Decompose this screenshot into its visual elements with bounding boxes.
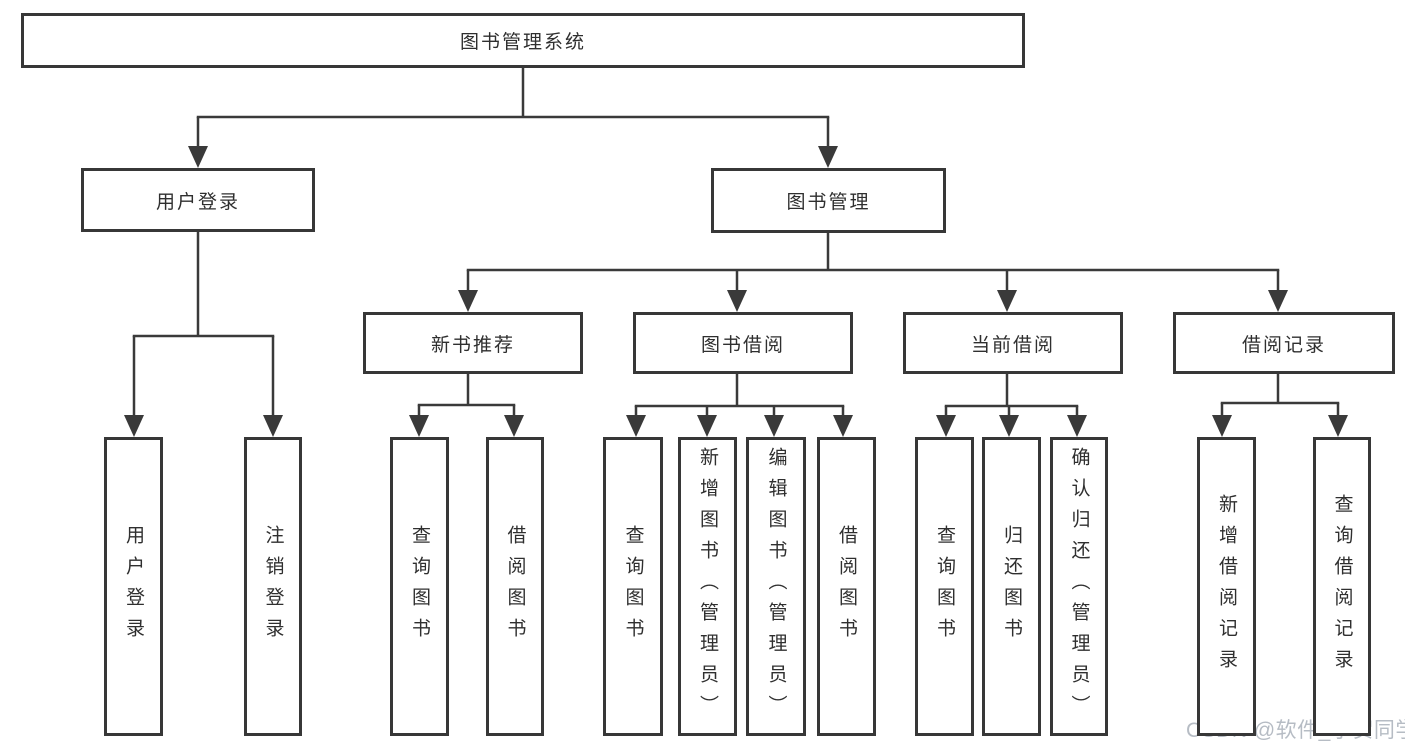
diagram-node-leaf-bb-add: 新增图书（管理员） [678,437,737,736]
node-label-leaf-cb-query: 查询图书 [934,524,955,649]
diagram-node-new-book-rec: 新书推荐 [363,312,583,374]
diagram-node-leaf-user-login: 用户登录 [104,437,163,736]
diagram-node-root: 图书管理系统 [21,13,1025,68]
diagram-node-borrow-records: 借阅记录 [1173,312,1395,374]
diagram-node-leaf-logout: 注销登录 [244,437,302,736]
arrowhead-icon [124,415,144,437]
arrowhead-icon [818,146,838,168]
diagram-node-book-mgmt: 图书管理 [711,168,946,233]
arrowhead-icon [936,415,956,437]
diagram-node-leaf-nb-query: 查询图书 [390,437,449,736]
node-label-book-borrow: 图书借阅 [700,334,785,356]
arrowhead-icon [458,290,478,312]
arrowhead-icon [188,146,208,168]
arrowhead-icon [263,415,283,437]
diagram-node-current-borrow: 当前借阅 [903,312,1123,374]
node-label-leaf-nb-query: 查询图书 [409,524,430,649]
diagram-node-user-login: 用户登录 [81,168,315,232]
arrowhead-icon [697,415,717,437]
diagram-node-leaf-cb-confirm: 确认归还（管理员） [1050,437,1108,736]
node-label-leaf-bb-query: 查询图书 [622,524,644,649]
node-label-new-book-rec: 新书推荐 [430,334,515,356]
arrowhead-icon [833,415,853,437]
node-label-leaf-cb-return: 归还图书 [1001,524,1022,649]
diagram-node-leaf-nb-borrow: 借阅图书 [486,437,544,736]
arrowhead-icon [1067,415,1087,437]
node-label-borrow-records: 借阅记录 [1241,334,1326,356]
node-label-user-login: 用户登录 [155,191,240,213]
node-label-leaf-user-login: 用户登录 [123,524,144,649]
arrowhead-icon [1212,415,1232,437]
arrowhead-icon [409,415,429,437]
node-label-leaf-cb-confirm: 确认归还（管理员） [1068,447,1090,726]
arrowhead-icon [504,415,524,437]
arrowhead-icon [626,415,646,437]
arrowhead-icon [1328,415,1348,437]
node-label-leaf-bb-edit: 编辑图书（管理员） [765,447,787,726]
node-label-current-borrow: 当前借阅 [970,334,1055,356]
node-label-root: 图书管理系统 [459,32,586,53]
arrowhead-icon [997,290,1017,312]
diagram-node-leaf-br-query: 查询借阅记录 [1313,437,1371,736]
node-label-leaf-nb-borrow: 借阅图书 [504,524,526,649]
arrowhead-icon [1268,290,1288,312]
diagram-node-book-borrow: 图书借阅 [633,312,853,374]
diagram-node-leaf-bb-query: 查询图书 [603,437,663,736]
node-label-leaf-br-add: 新增借阅记录 [1216,493,1237,680]
node-label-leaf-logout: 注销登录 [262,524,284,649]
arrowhead-icon [764,415,784,437]
diagram-node-leaf-cb-return: 归还图书 [982,437,1041,736]
diagram-node-leaf-bb-borrow: 借阅图书 [817,437,876,736]
diagram-node-leaf-bb-edit: 编辑图书（管理员） [746,437,806,736]
arrowhead-icon [727,290,747,312]
diagram-node-leaf-br-add: 新增借阅记录 [1197,437,1256,736]
node-label-book-mgmt: 图书管理 [786,192,871,213]
node-label-leaf-bb-add: 新增图书（管理员） [697,447,718,726]
diagram-node-leaf-cb-query: 查询图书 [915,437,974,736]
arrowhead-icon [999,415,1019,437]
node-label-leaf-br-query: 查询借阅记录 [1331,493,1353,680]
node-label-leaf-bb-borrow: 借阅图书 [836,524,857,649]
